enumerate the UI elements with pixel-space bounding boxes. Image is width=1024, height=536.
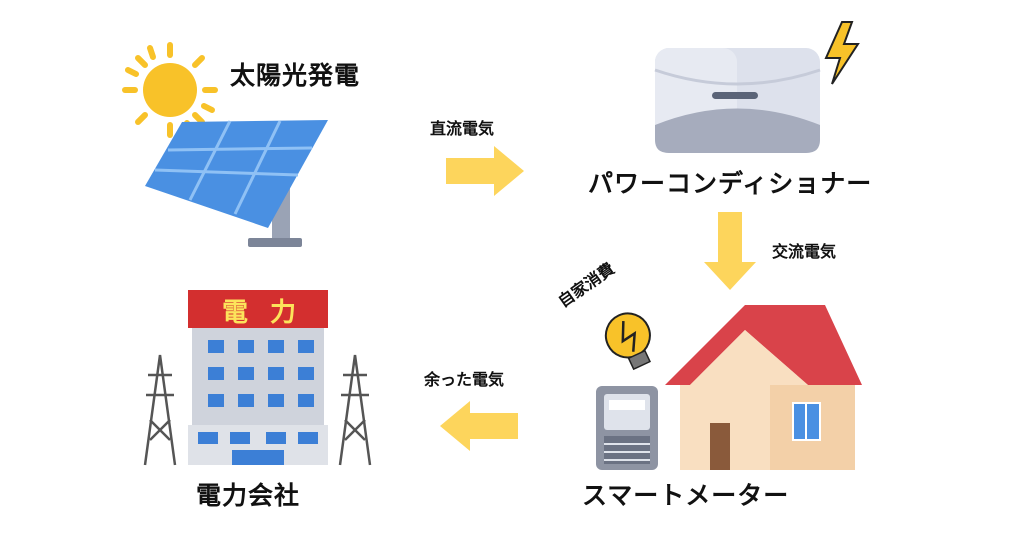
arrow-right-dc: [446, 146, 524, 196]
arrow-down-ac: [704, 212, 756, 290]
power-company-building-icon: [188, 290, 328, 465]
label-solar-power: 太陽光発電: [230, 61, 361, 90]
label-smart-meter: スマートメーター: [582, 481, 790, 510]
label-power-company: 電力会社: [196, 481, 301, 510]
label-ac-electricity: 交流電気: [772, 242, 837, 261]
lightning-icon: [824, 21, 860, 85]
light-bulb-icon: [604, 312, 651, 371]
power-conditioner-icon: [654, 21, 860, 153]
label-dc-electricity: 直流電気: [430, 119, 495, 138]
smart-meter-icon: [596, 386, 658, 470]
label-power-conditioner: パワーコンディショナー: [588, 169, 873, 198]
arrow-left-surplus: [440, 401, 518, 451]
building-sign: 電力: [222, 298, 319, 328]
house-icon: [665, 305, 862, 470]
transmission-tower-icon: [143, 354, 372, 466]
sun-icon: [122, 42, 218, 138]
label-surplus-electricity: 余った電気: [424, 370, 505, 389]
solar-panel-icon: [145, 120, 328, 247]
